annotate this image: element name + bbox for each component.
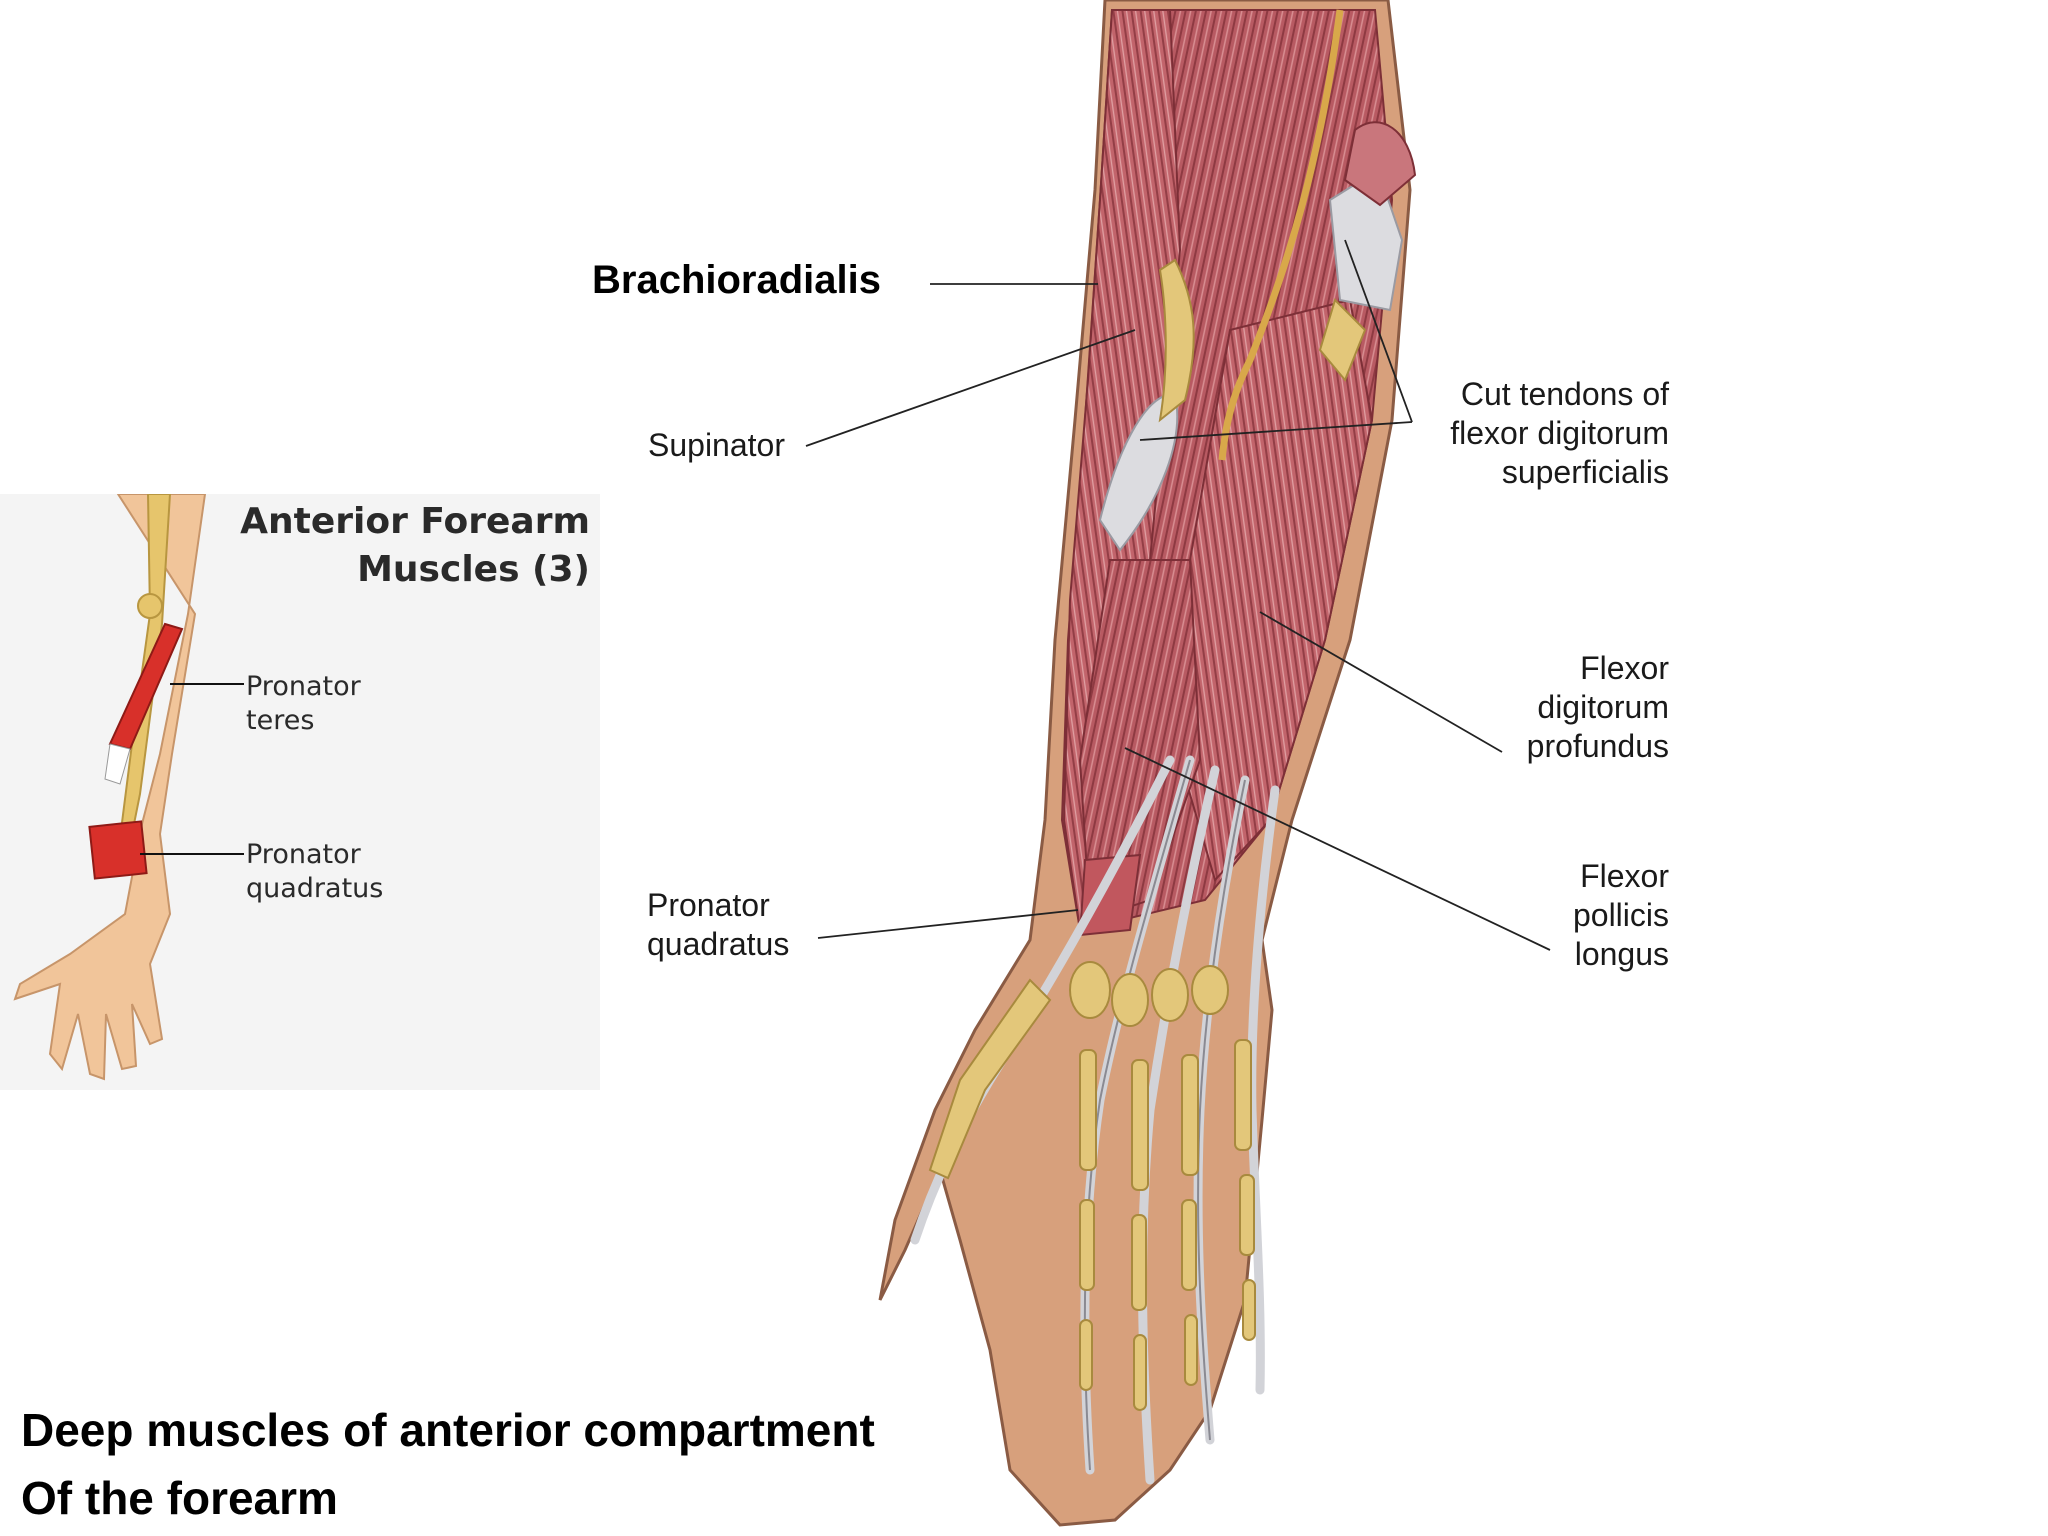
label-flexor-digitorum-profundus: Flexor digitorum profundus [1526,650,1669,764]
label-brachioradialis: Brachioradialis [592,258,882,302]
inset-arm-illustration [13,494,244,1081]
hand-bones [928,961,1256,1411]
cut-tendon-flare [1343,121,1417,207]
inset-panel: Anterior Forearm Muscles (3) Pronator te… [0,494,600,1090]
label-flexor-pollicis-longus: Flexor pollicis longus [1572,858,1669,972]
radius-bone [1158,258,1195,423]
inset-label-pronator-teres: Pronator teres [246,671,361,736]
inset-label-pronator-quadratus: Pronator quadratus [246,839,384,904]
label-pronator-quadratus: Pronator quadratus [647,887,790,962]
nerve [1218,9,1344,461]
label-cut-tendons: Cut tendons of flexor digitorum superfic… [1450,376,1669,490]
label-supinator: Supinator [648,427,785,463]
leader-lines [805,239,1551,951]
inset-title: Anterior Forearm Muscles (3) [240,501,590,590]
slide-caption: Deep muscles of anterior compartment Of … [21,1404,875,1524]
inset-pronator-quadratus [88,820,148,880]
